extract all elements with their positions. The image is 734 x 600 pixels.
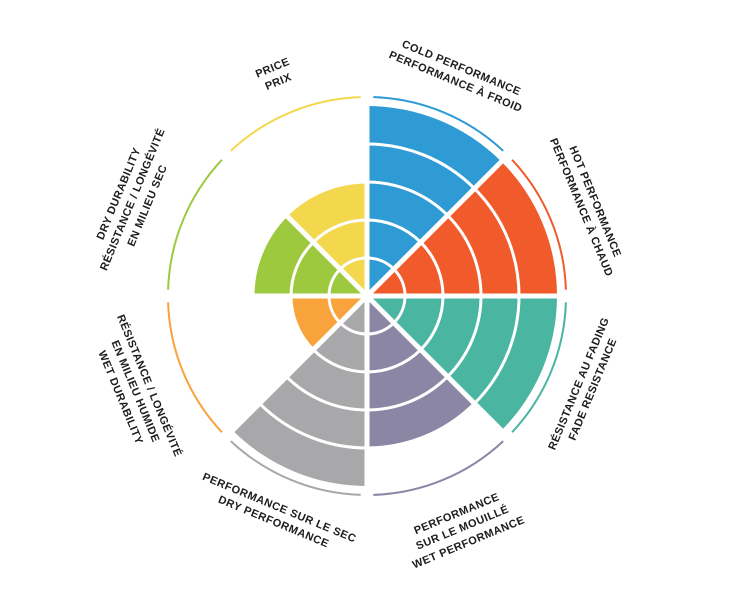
sector-outer-arc-dry-durability [167, 159, 223, 290]
sector-wedge-dry-performance [232, 296, 367, 487]
sector-wedge-cold-performance [367, 105, 502, 296]
sector-wedge-hot-performance [367, 161, 558, 296]
sector-wedge-wet-durability [291, 296, 367, 350]
sector-outer-arc-wet-performance [373, 440, 504, 496]
sector-outer-arc-cold-performance [373, 96, 504, 152]
sector-separator [228, 157, 369, 298]
sector-outer-arc-dry-performance [230, 440, 361, 496]
sector-wedge-dry-durability [253, 215, 367, 296]
sector-outer-arc-hot-performance [511, 159, 567, 290]
sector-separator [365, 294, 506, 435]
sector-wedge-wet-performance [367, 296, 475, 448]
sector-separator [365, 157, 506, 298]
sector-wedge-price [286, 182, 367, 296]
sector-outer-arc-wet-durability [167, 302, 223, 433]
sector-separator [228, 294, 369, 435]
sector-outer-arc-fade-resistance [511, 302, 567, 433]
sector-wedge-fade-resistance [367, 296, 558, 431]
sector-outer-arc-price [230, 96, 361, 152]
